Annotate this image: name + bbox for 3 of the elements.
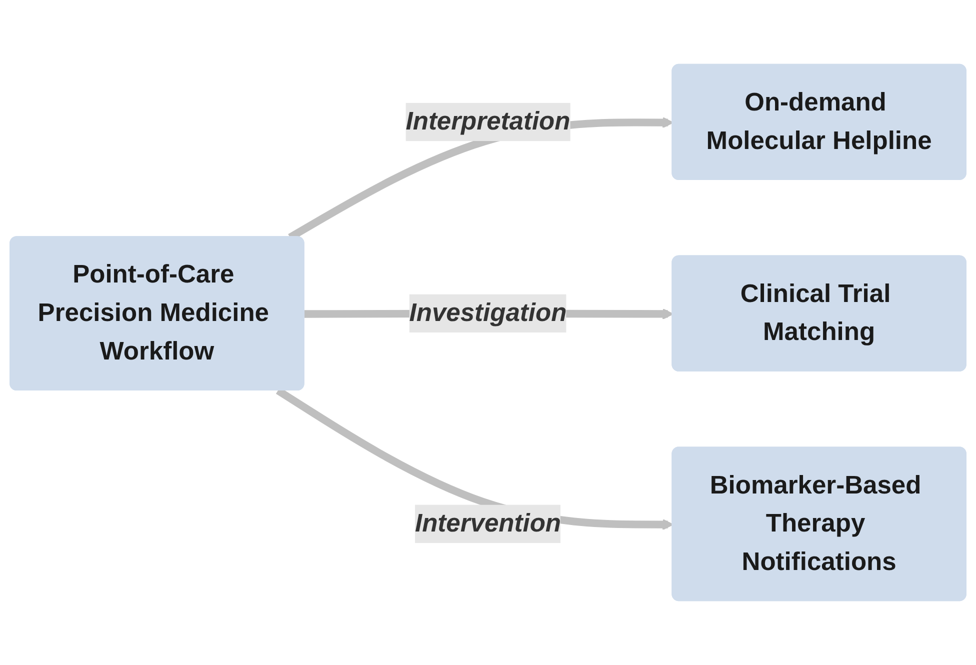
- edge-label: Interpretation: [406, 108, 570, 136]
- edge-label: Intervention: [414, 510, 562, 538]
- edge-label: Investigation: [409, 299, 567, 328]
